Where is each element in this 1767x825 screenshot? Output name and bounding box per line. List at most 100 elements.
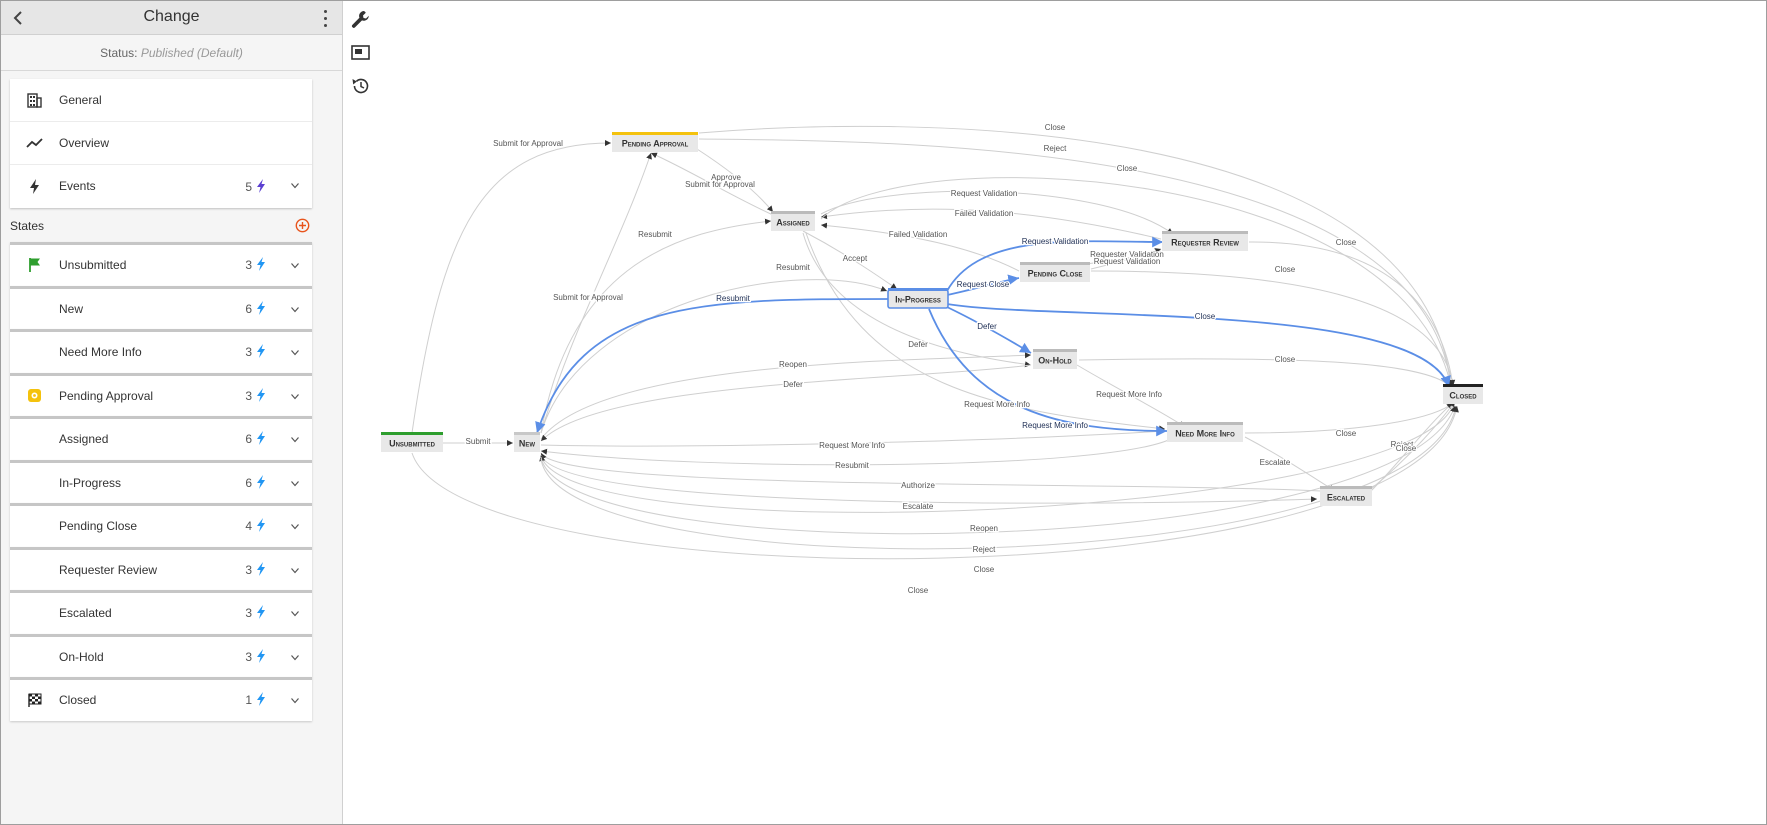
transition-label[interactable]: Submit for Approval bbox=[552, 292, 625, 304]
transition-edge[interactable] bbox=[802, 232, 1032, 368]
state-node-new[interactable]: New bbox=[514, 432, 540, 452]
transition-label[interactable]: Reject bbox=[971, 544, 997, 556]
transition-label[interactable]: Reopen bbox=[778, 359, 809, 371]
transition-edge[interactable] bbox=[820, 190, 1174, 235]
transition-label[interactable]: Failed Validation bbox=[953, 208, 1014, 220]
transition-label[interactable]: Defer bbox=[782, 379, 804, 391]
transition-edge[interactable] bbox=[802, 230, 898, 290]
transition-label[interactable]: Close bbox=[907, 585, 931, 597]
transition-edge[interactable] bbox=[1090, 248, 1162, 270]
transition-label[interactable]: Reject bbox=[1042, 143, 1068, 155]
transition-label[interactable]: Close bbox=[1044, 122, 1068, 134]
transition-label[interactable]: Close bbox=[1116, 163, 1140, 175]
transition-label[interactable]: Request More Info bbox=[963, 399, 1032, 411]
transition-label[interactable]: Accept bbox=[842, 253, 870, 265]
transition-edge[interactable] bbox=[1090, 270, 1456, 387]
transition-label[interactable]: Approve bbox=[710, 172, 743, 184]
transition-edge[interactable] bbox=[820, 222, 1020, 272]
transition-label[interactable]: Resubmit bbox=[715, 293, 752, 305]
chevron-down-icon[interactable] bbox=[291, 698, 299, 704]
transition-edge[interactable] bbox=[540, 279, 888, 434]
chevron-down-icon[interactable] bbox=[291, 263, 299, 269]
active-transition-edge[interactable] bbox=[928, 308, 1168, 437]
state-node-assigned[interactable]: Assigned bbox=[771, 211, 815, 231]
chevron-down-icon[interactable] bbox=[291, 183, 299, 189]
transition-label[interactable]: Escalate bbox=[901, 501, 935, 513]
transition-label[interactable]: Submit for Approval bbox=[684, 179, 757, 191]
transition-label[interactable]: Close bbox=[1335, 428, 1359, 440]
chevron-down-icon[interactable] bbox=[291, 480, 299, 487]
transition-label[interactable]: Close bbox=[1194, 311, 1218, 323]
transition-edge[interactable] bbox=[1370, 400, 1456, 490]
transition-edge[interactable] bbox=[1076, 364, 1186, 428]
state-node-unsubmitted[interactable]: Unsubmitted bbox=[381, 432, 443, 452]
transition-label[interactable]: Submit for Approval bbox=[492, 138, 565, 150]
transition-label[interactable]: Resubmit bbox=[834, 460, 871, 472]
transition-edge[interactable] bbox=[698, 138, 1454, 387]
chevron-down-icon[interactable] bbox=[291, 524, 299, 530]
transition-edge[interactable] bbox=[1244, 402, 1454, 434]
history-icon[interactable] bbox=[350, 75, 372, 97]
active-transition-edge[interactable] bbox=[535, 298, 890, 434]
state-node-requester-review[interactable]: Requester Review bbox=[1162, 231, 1248, 251]
transition-edge[interactable] bbox=[540, 364, 1032, 442]
section-events[interactable]: Events 5 bbox=[10, 165, 312, 208]
transition-label[interactable]: Failed Validation bbox=[887, 229, 948, 241]
transition-label[interactable]: Requester Validation bbox=[1089, 249, 1165, 261]
transition-label[interactable]: Resubmit bbox=[637, 229, 674, 241]
active-transition-edge[interactable] bbox=[946, 306, 1032, 354]
active-transition-edge[interactable] bbox=[946, 236, 1164, 292]
state-node-in-progress[interactable]: In-Progress bbox=[887, 288, 949, 309]
transition-label[interactable]: Request Validation bbox=[1020, 236, 1089, 248]
transition-edge[interactable] bbox=[540, 452, 1322, 492]
transition-edge[interactable] bbox=[820, 208, 1162, 240]
transition-edge[interactable] bbox=[698, 125, 1454, 387]
transition-label[interactable]: Reject bbox=[1389, 439, 1415, 451]
transition-edge[interactable] bbox=[540, 405, 1458, 550]
active-transition-edge[interactable] bbox=[946, 303, 1451, 388]
section-general[interactable]: General bbox=[10, 79, 312, 122]
transition-edge[interactable] bbox=[540, 438, 1172, 466]
add-state-icon[interactable] bbox=[295, 218, 310, 233]
transition-label[interactable]: Reopen bbox=[969, 523, 1000, 535]
transition-label[interactable]: Defer bbox=[976, 321, 998, 333]
state-node-on-hold[interactable]: On-Hold bbox=[1033, 349, 1077, 369]
chevron-down-icon[interactable] bbox=[291, 350, 299, 356]
more-options-icon[interactable] bbox=[314, 6, 336, 30]
minimap-icon[interactable] bbox=[350, 42, 372, 64]
transition-label[interactable]: Request More Info bbox=[818, 440, 887, 452]
transition-label[interactable]: Request More Info bbox=[1021, 420, 1090, 432]
transition-label[interactable]: Resubmit bbox=[775, 262, 812, 274]
state-node-need-more-info[interactable]: Need More Info bbox=[1167, 422, 1243, 442]
transition-edge[interactable] bbox=[540, 454, 1318, 504]
transition-edge[interactable] bbox=[650, 152, 774, 216]
chevron-down-icon[interactable] bbox=[291, 611, 299, 617]
transition-label[interactable]: Request Validation bbox=[949, 188, 1018, 200]
transition-label[interactable]: Escalate bbox=[1258, 457, 1292, 469]
transition-label[interactable]: Request More Info bbox=[1095, 389, 1164, 401]
transition-label[interactable]: Close bbox=[973, 564, 997, 576]
transition-label[interactable]: Defer bbox=[907, 339, 929, 351]
transition-label[interactable]: Close bbox=[1335, 237, 1359, 249]
transition-edge[interactable] bbox=[1078, 358, 1454, 390]
wrench-icon[interactable] bbox=[350, 9, 372, 31]
transition-edge[interactable] bbox=[411, 140, 612, 434]
chevron-down-icon[interactable] bbox=[291, 567, 299, 574]
chevron-down-icon[interactable] bbox=[291, 437, 299, 443]
transition-label[interactable]: Request Close bbox=[956, 279, 1012, 291]
active-transition-edge[interactable] bbox=[946, 274, 1020, 296]
state-node-pending-approval[interactable]: Pending Approval bbox=[612, 132, 698, 152]
chevron-down-icon[interactable] bbox=[291, 654, 299, 661]
back-icon[interactable] bbox=[7, 6, 29, 30]
transition-edge[interactable] bbox=[696, 148, 774, 213]
